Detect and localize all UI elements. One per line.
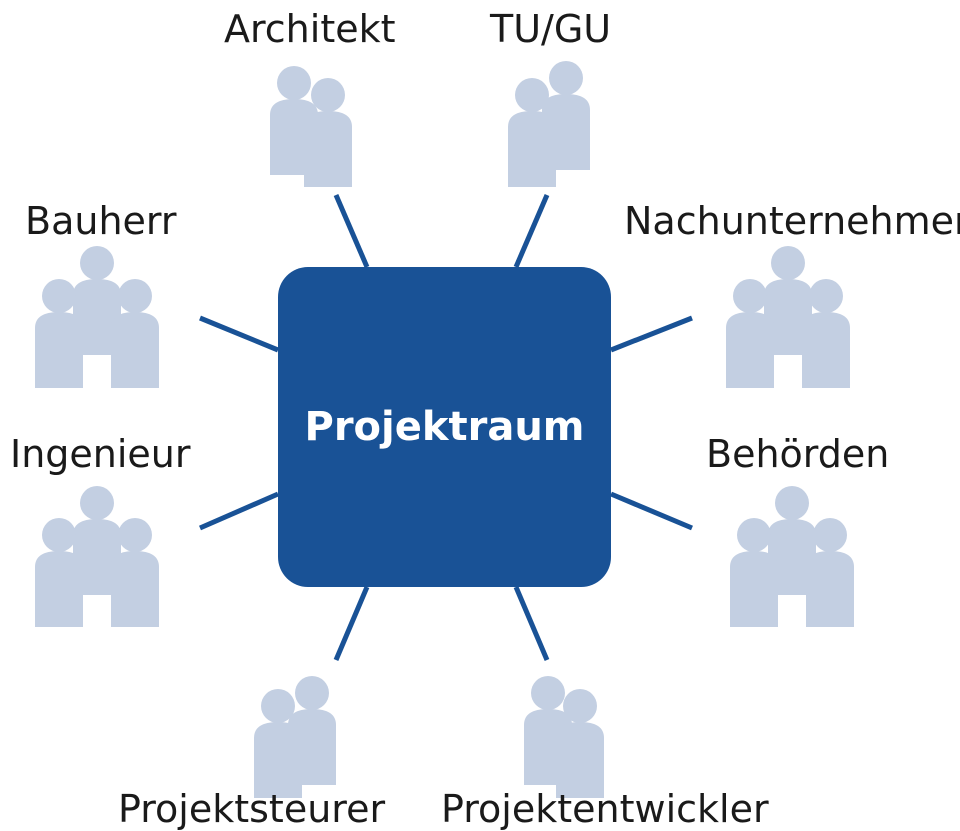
two-persons-icon	[508, 61, 590, 187]
three-persons-icon	[35, 486, 159, 627]
two-persons-icon	[254, 676, 336, 798]
connector-projektentwickler	[513, 586, 550, 661]
label-behoerden: Behörden	[706, 432, 890, 476]
connector-projektsteurer	[333, 586, 370, 661]
label-ingenieur: Ingenieur	[10, 432, 191, 476]
three-persons-icon	[726, 246, 850, 388]
connector-tu-gu	[513, 194, 550, 268]
label-projektentwickler: Projektentwickler	[441, 787, 769, 831]
connector-nachunternehmer	[610, 315, 693, 353]
connector-bauherr	[199, 315, 279, 353]
three-persons-icon	[35, 246, 159, 388]
connector-ingenieur	[199, 491, 279, 531]
three-persons-icon	[730, 486, 854, 627]
two-persons-icon	[524, 676, 604, 798]
connectors	[199, 194, 693, 661]
hub-title: Projektraum	[304, 404, 585, 450]
connector-behoerden	[610, 491, 693, 531]
label-nachunternehmer: Nachunternehmer	[624, 199, 960, 243]
label-tu-gu: TU/GU	[490, 7, 612, 51]
connector-architekt	[333, 194, 370, 268]
label-projektsteurer: Projektsteurer	[118, 787, 386, 831]
two-persons-icon	[270, 66, 352, 187]
projektraum-hub: Projektraum	[278, 267, 611, 587]
label-bauherr: Bauherr	[25, 199, 177, 243]
label-architekt: Architekt	[224, 7, 396, 51]
